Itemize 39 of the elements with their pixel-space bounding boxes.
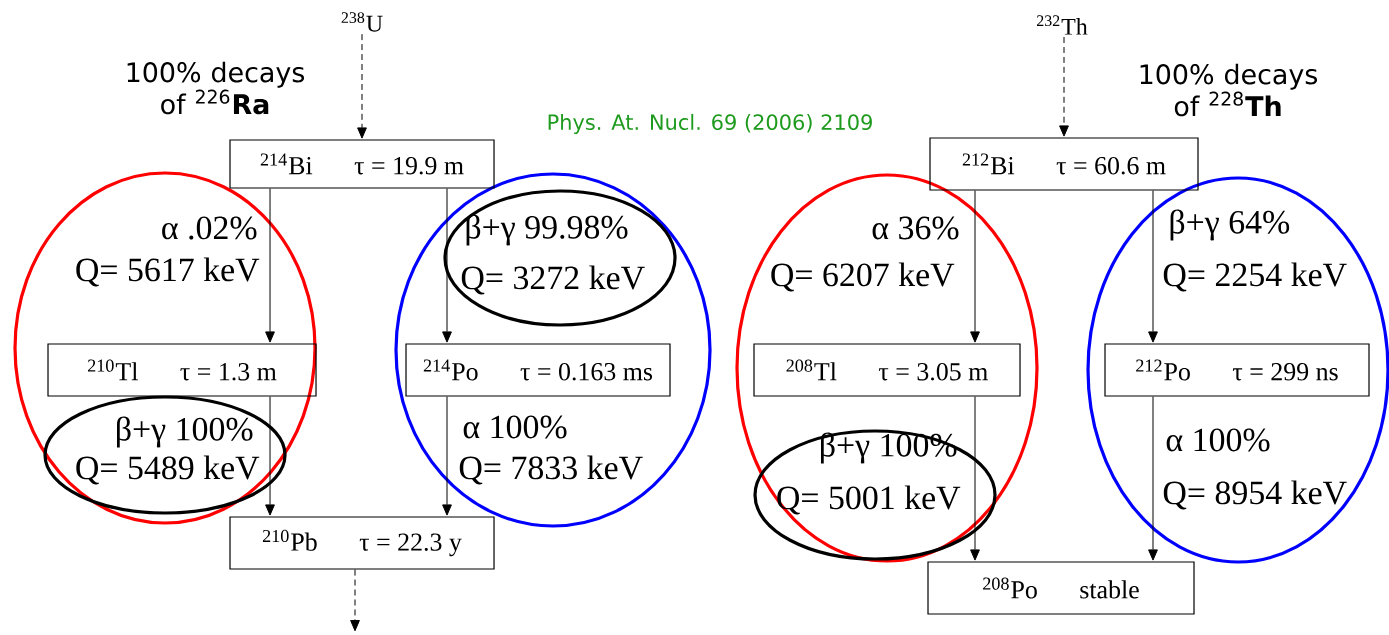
decay-label: α 100% bbox=[1166, 428, 1270, 452]
decay-label: Q= 7833 keV bbox=[459, 455, 643, 485]
arrow bbox=[442, 188, 452, 343]
decay-label: Q= 5617 keV bbox=[76, 257, 260, 287]
nuclide-box: $^{208}$Tl τ = 3.05 m bbox=[753, 343, 1021, 397]
arrow bbox=[970, 396, 980, 561]
decay-label: α .02% bbox=[162, 216, 257, 240]
nuclide-box: $^{212}$Bi τ = 60.6 m bbox=[929, 137, 1199, 191]
nuclide-box: $^{214}$Po τ = 0.163 ms bbox=[405, 343, 671, 397]
reference-text: Phys. At. Nucl. 69 (2006) 2109 bbox=[548, 113, 872, 135]
decay-label: β+γ 64% bbox=[1170, 209, 1290, 241]
arrow bbox=[970, 190, 980, 343]
isotope-label: $^{238}$U bbox=[341, 12, 383, 32]
decay-label: α 36% bbox=[872, 216, 959, 240]
decay-label: Q= 5489 keV bbox=[76, 455, 260, 485]
arrow bbox=[1059, 36, 1069, 137]
annotation-text: 100% decays of $^{228}$Th bbox=[1140, 63, 1318, 117]
arrow bbox=[265, 188, 275, 343]
decay-label: Q= 8954 keV bbox=[1163, 480, 1347, 510]
decay-label: β+γ 100% bbox=[117, 416, 253, 448]
decay-label: Q= 5001 keV bbox=[777, 485, 961, 515]
arrow bbox=[442, 396, 452, 516]
decay-label: Q= 3272 keV bbox=[461, 265, 645, 295]
decay-label: Q= 2254 keV bbox=[1163, 262, 1347, 292]
annotation-text: 100% decays of $^{226}$Ra bbox=[127, 61, 305, 115]
decay-label: Q= 6207 keV bbox=[771, 262, 955, 292]
nuclide-box: $^{214}$Bi τ = 19.9 m bbox=[229, 139, 495, 189]
nuclide-box: $^{210}$Tl τ = 1.3 m bbox=[47, 343, 317, 397]
isotope-label: $^{232}$Th bbox=[1036, 15, 1088, 35]
arrow bbox=[357, 33, 367, 139]
arrow bbox=[350, 569, 360, 632]
arrow bbox=[1148, 190, 1158, 343]
decay-label: α 100% bbox=[463, 415, 567, 439]
nuclide-box: $^{212}$Po τ = 299 ns bbox=[1104, 343, 1370, 397]
arrow bbox=[1148, 396, 1158, 561]
nuclide-box: $^{208}$Po stable bbox=[927, 561, 1195, 615]
decay-label: β+γ 99.98% bbox=[466, 214, 628, 246]
nuclide-box: $^{210}$Pb τ = 22.3 y bbox=[229, 516, 495, 570]
arrow bbox=[265, 396, 275, 516]
